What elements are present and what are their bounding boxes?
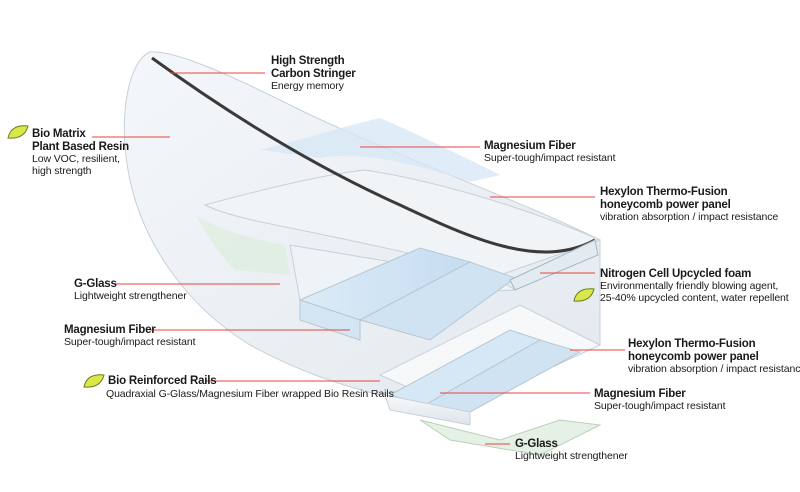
leaf-icon xyxy=(573,288,595,302)
callout-g-glass-bottom: G-Glass Lightweight strengthener xyxy=(515,438,628,463)
callout-subtitle: Super-tough/impact resistant xyxy=(594,399,726,412)
hexylon-top-sheet xyxy=(203,169,602,276)
callout-g-glass-left: G-Glass Lightweight strengthener xyxy=(74,278,187,303)
callout-title: High Strength xyxy=(271,55,345,67)
callout-subtitle: Energy memory xyxy=(271,79,344,92)
leader-lines xyxy=(92,72,625,445)
g-glass-layer-left xyxy=(195,215,290,275)
callout-title: Magnesium Fiber xyxy=(484,140,576,152)
callout-title: Hexylon Thermo-Fusion xyxy=(600,186,728,198)
leaf-icon xyxy=(83,374,105,388)
g-glass-bottom-sheet xyxy=(419,419,602,456)
callout-magnesium-fiber-bottom: Magnesium Fiber Super-tough/impact resis… xyxy=(594,388,726,413)
callout-title: Magnesium Fiber xyxy=(64,324,156,336)
callout-bio-matrix: Bio Matrix Plant Based Resin Low VOC, re… xyxy=(32,128,129,177)
mag-fiber-panel-top xyxy=(260,118,500,182)
callout-subtitle: Quadraxial G-Glass/Magnesium Fiber wrapp… xyxy=(106,388,394,400)
callout-subtitle: vibration absorption / impact resistance xyxy=(600,210,779,223)
callout-title: G-Glass xyxy=(515,438,558,450)
callout-title: Magnesium Fiber xyxy=(594,388,686,400)
callout-carbon-stringer: High Strength Carbon Stringer Energy mem… xyxy=(271,55,356,93)
callout-title: Hexylon Thermo-Fusion xyxy=(628,338,756,350)
callout-subtitle: Super-tough/impact resistant xyxy=(64,335,196,348)
callout-bio-reinforced-rails: Bio Reinforced Rails xyxy=(108,375,217,388)
callout-title: honeycomb power panel xyxy=(628,350,759,363)
callout-bio-reinforced-rails-sub: Quadraxial G-Glass/Magnesium Fiber wrapp… xyxy=(106,388,394,401)
leaf-icon xyxy=(7,125,29,139)
callout-title: honeycomb power panel xyxy=(600,198,731,211)
callout-subtitle: 25-40% upcycled content, water repellent xyxy=(600,291,789,304)
nitrogen-foam-edge xyxy=(509,239,599,291)
callout-magnesium-fiber-left: Magnesium Fiber Super-tough/impact resis… xyxy=(64,324,196,349)
callout-subtitle: high strength xyxy=(32,164,92,177)
callout-hexylon-bottom: Hexylon Thermo-Fusion honeycomb power pa… xyxy=(628,338,800,376)
carbon-stringer xyxy=(151,56,596,254)
callout-title: Nitrogen Cell Upcycled foam xyxy=(600,268,752,280)
callout-subtitle: Lightweight strengthener xyxy=(74,289,187,302)
callout-hexylon-top: Hexylon Thermo-Fusion honeycomb power pa… xyxy=(600,186,778,224)
callout-subtitle: Lightweight strengthener xyxy=(515,449,628,462)
callout-title: Plant Based Resin xyxy=(32,140,129,153)
callout-magnesium-fiber-top: Magnesium Fiber Super-tough/impact resis… xyxy=(484,140,616,165)
callout-subtitle: Low VOC, resilient, xyxy=(32,152,120,165)
callout-subtitle: Environmentally friendly blowing agent, xyxy=(600,279,779,292)
callout-title: Carbon Stringer xyxy=(271,67,356,80)
bottom-rail-sheet xyxy=(384,394,471,426)
callout-title: Bio Matrix xyxy=(32,128,86,140)
callout-subtitle: vibration absorption / impact resistance xyxy=(628,362,800,375)
callout-title: Bio Reinforced Rails xyxy=(108,375,217,387)
callout-nitrogen-cell-foam: Nitrogen Cell Upcycled foam Environmenta… xyxy=(600,268,789,304)
callout-title: G-Glass xyxy=(74,278,117,290)
callout-subtitle: Super-tough/impact resistant xyxy=(484,151,616,164)
